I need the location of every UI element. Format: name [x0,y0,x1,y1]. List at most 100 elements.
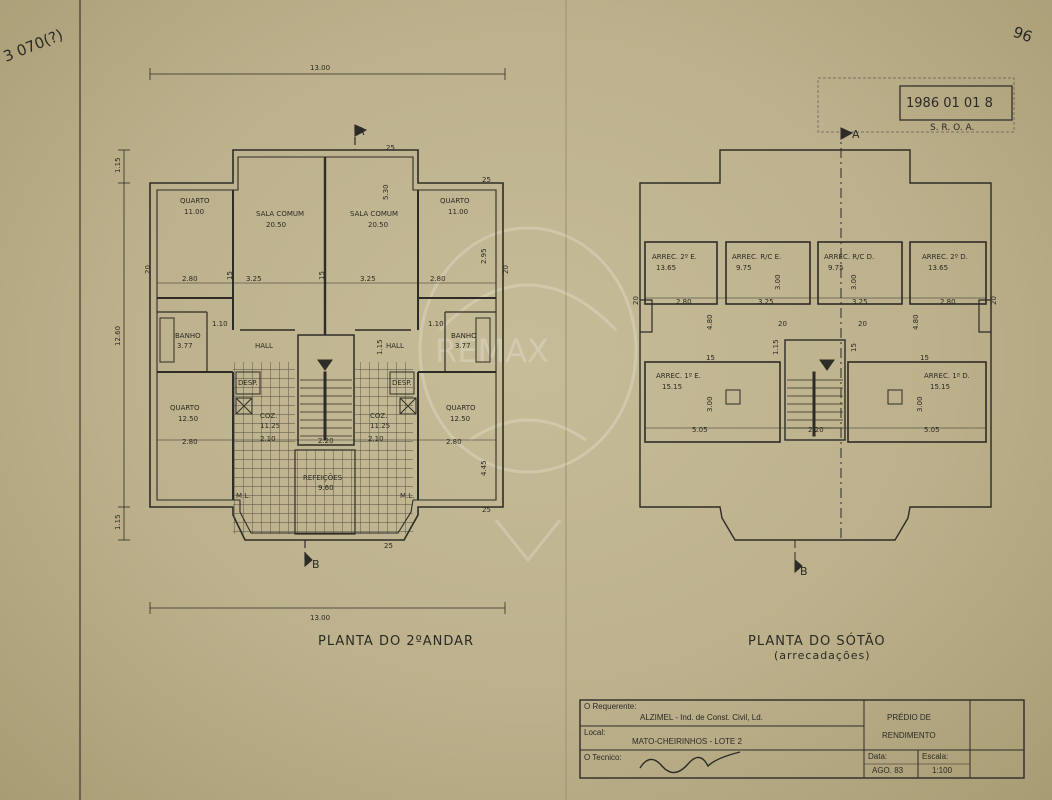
dim-r25c: 25 [482,506,491,514]
attic-dim-20b: 20 [990,296,998,305]
watermark-text: REMAX [435,332,549,370]
dim-280c: 2.80 [182,438,198,446]
room-refeicoes: REFEIÇÕES [303,473,343,482]
attic-dim-20a: 20 [632,296,640,305]
attic-dim-325b: 3.25 [852,298,868,306]
dim-110a: 1.10 [212,320,228,328]
arrec-1d: ARREC. 1º D. [924,372,970,380]
dim-220: 2.20 [318,437,334,445]
attic-dim-300d: 3.00 [916,396,924,412]
room-sala-l: SALA COMUM [256,210,304,218]
arrec-2e-area: 13.65 [656,264,676,272]
dim-530: 5.30 [382,184,390,200]
attic-labels: ARREC. 2º E. 13.65 ARREC. R/C E. 9.75 AR… [632,128,998,662]
registry-stamp: 1986 01 01 8 S. R. O. A. [817,77,1015,133]
room-desp-r: DESP. [392,379,412,387]
dim-left-bottom: 1.15 [114,514,122,530]
attic-dim-300b: 3.00 [850,274,858,290]
room-desp-l: DESP. [238,379,258,387]
arrec-rce-area: 9.75 [736,264,752,272]
dim-110b: 1.10 [428,320,444,328]
attic-title: PLANTA DO SÓTÃO [748,633,886,649]
section-b-left: B [312,558,320,571]
data-value: AGO. 83 [872,766,904,775]
corner-note: 3 070(?) [1,26,66,66]
dim-15a: 15 [226,271,234,280]
dim-20a: 20 [144,265,152,274]
local-value: MATO-CHEIRINHOS - LOTE 2 [632,737,742,746]
room-quarto-tr-area: 11.00 [448,208,468,216]
local-label: Local: [584,728,605,737]
room-hall-l: HALL [255,342,273,350]
title-block [579,699,1025,779]
dim-15b: 15 [318,271,326,280]
section-a-left: A [357,125,365,138]
dim-left-top: 1.15 [114,157,122,173]
room-quarto-tl: QUARTO [180,197,210,205]
second-floor-title: PLANTA DO 2ºANDAR [318,634,474,649]
room-quarto-tr: QUARTO [440,197,470,205]
arrec-rcd-area: 9.75 [828,264,844,272]
room-cozinha-r-area: 11.25 [370,422,390,430]
room-banho-l-area: 3.77 [177,342,193,350]
dim-295: 2.95 [480,248,488,264]
dim-115c: 1.15 [376,339,384,355]
data-label: Data: [868,752,887,761]
attic-dim-15a: 15 [706,354,715,362]
dim-r25b: 25 [482,176,491,184]
watermark: REMAX [418,226,638,563]
room-banho-r-area: 3.77 [455,342,471,350]
dim-325b: 3.25 [360,275,376,283]
arrec-rcd: ARREC. R/C D. [824,253,874,261]
dim-20b: 20 [502,265,510,274]
requerente-label: O Requerente: [584,702,636,711]
room-cozinha-l: COZ. [260,412,277,420]
arrec-rce: ARREC. R/C E. [732,253,781,261]
room-refeicoes-area: 9.60 [318,484,334,492]
title-block-text: O Requerente: ALZIMEL - Ind. de Const. C… [584,702,953,775]
room-hall-r: HALL [386,342,404,350]
room-ml-l: M.L. [236,492,250,500]
arrec-1d-area: 15.15 [930,383,950,391]
section-b-right: B [800,565,808,578]
attic-dim-220: 2.20 [808,426,824,434]
tecnico-label: O Tecnico: [584,753,622,762]
stamp-text: 1986 01 01 8 [906,96,993,111]
stamp-subtext: S. R. O. A. [930,123,974,133]
attic-dim-325a: 3.25 [758,298,774,306]
arrec-2d-area: 13.65 [928,264,948,272]
room-cozinha-r: COZ. [370,412,387,420]
room-ml-r: M.L. [400,492,414,500]
predio-line-1: PRÉDIO DE [887,713,931,722]
attic-dim-480a: 4.80 [706,314,714,330]
page-number: 96 [1011,23,1035,46]
dim-280d: 2.80 [446,438,462,446]
attic-plan [639,127,992,574]
escala-label: Escala: [922,752,948,761]
attic-dim-15c: 15 [850,343,858,352]
attic-dim-300c: 3.00 [706,396,714,412]
room-sala-r-area: 20.50 [368,221,388,229]
predio-line-2: RENDIMENTO [882,731,936,740]
second-floor-plan [118,68,506,614]
room-banho-l: BANHO [175,332,201,340]
dim-r25d: 25 [384,542,393,550]
arrec-1e: ARREC. 1º E. [656,372,701,380]
dim-280a: 2.80 [182,275,198,283]
dim-210b: 2.10 [368,435,384,443]
dim-r25a: 25 [386,144,395,152]
room-quarto-tl-area: 11.00 [184,208,204,216]
arrec-2d: ARREC. 2º D. [922,253,968,261]
attic-subtitle: (arrecadações) [774,649,871,662]
room-banho-r: BANHO [451,332,477,340]
room-sala-l-area: 20.50 [266,221,286,229]
dim-445: 4.45 [480,460,488,476]
room-quarto-bl-area: 12.50 [178,415,198,423]
attic-dim-280a: 2.80 [676,298,692,306]
section-a-right: A [852,128,860,141]
room-cozinha-l-area: 11.25 [260,422,280,430]
dim-210a: 2.10 [260,435,276,443]
attic-dim-300a: 3.00 [774,274,782,290]
